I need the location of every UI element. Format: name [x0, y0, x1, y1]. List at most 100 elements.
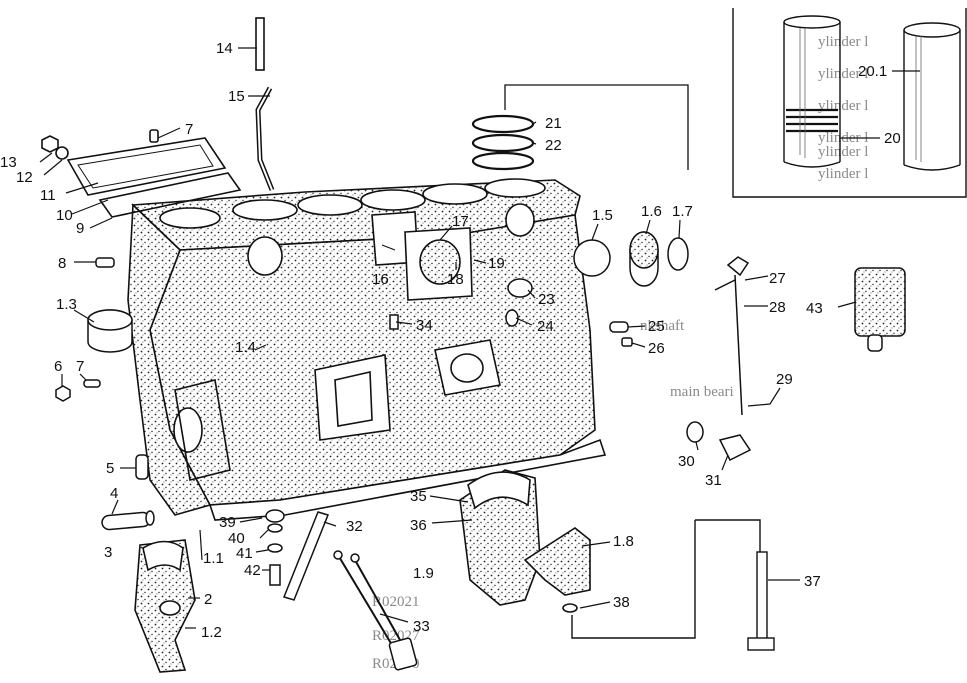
plug-30 [686, 421, 704, 443]
callout-20: 20 [884, 130, 901, 147]
o-ring-1-7 [667, 237, 689, 271]
callout-1-6: 1.6 [641, 203, 662, 220]
callout-35: 35 [410, 488, 427, 505]
cap-1-5 [573, 239, 611, 277]
sensor-wire-33 [337, 554, 396, 651]
callout-7-upper: 7 [185, 121, 193, 138]
plug-26 [621, 337, 633, 347]
callout-29: 29 [776, 371, 793, 388]
callout-7-lower: 7 [76, 358, 84, 375]
callout-39: 39 [219, 514, 236, 531]
callout-38: 38 [613, 594, 630, 611]
callout-42: 42 [244, 562, 261, 579]
callout-31: 31 [705, 472, 722, 489]
callout-1-3: 1.3 [56, 296, 77, 313]
leader-lines [39, 47, 920, 629]
callout-17: 17 [452, 213, 469, 230]
callout-32: 32 [346, 518, 363, 535]
callout-21: 21 [545, 115, 562, 132]
bleed-text-8: main beari [670, 384, 734, 400]
plug-24 [505, 309, 519, 327]
callout-1-4: 1.4 [235, 339, 256, 356]
o-ring-22a [471, 133, 535, 153]
dowel-32 [282, 511, 330, 601]
left-small-parts [55, 257, 155, 531]
callout-28: 28 [769, 299, 786, 316]
callout-20-1: 20.1 [858, 63, 887, 80]
callout-16: 16 [372, 271, 389, 288]
seal-rings-bracket [471, 84, 689, 171]
liner-inset-box [732, 8, 967, 198]
pin-7b [83, 379, 101, 388]
lower-left-parts [265, 509, 418, 671]
oil-dipstick-tube [255, 17, 275, 191]
callout-11: 11 [40, 187, 56, 204]
callout-4: 4 [110, 485, 118, 502]
bleed-text-1: ylinder l [818, 34, 868, 50]
callout-13: 13 [0, 154, 17, 171]
bleed-text-7: nkshaft [640, 318, 685, 334]
callout-33: 33 [413, 618, 430, 635]
callout-9: 9 [76, 220, 84, 237]
callout-6: 6 [54, 358, 62, 375]
bleed-text-9: R02021 [372, 594, 420, 610]
valve-cover-and-gasket [41, 129, 242, 218]
cylinder-block [127, 178, 607, 521]
callout-14: 14 [216, 40, 233, 57]
cylinder-liner-20-1 [903, 22, 961, 171]
dowel-8 [95, 257, 115, 268]
callout-18: 18 [447, 271, 464, 288]
callout-12: 12 [16, 169, 33, 186]
callout-1-2: 1.2 [201, 624, 222, 641]
callout-labels: 1.1 1.2 1.3 1.4 1.5 1.6 1.7 1.8 1.9 2 3 … [0, 40, 901, 641]
bearing-caps-rear [459, 469, 591, 613]
callout-3: 3 [104, 544, 112, 561]
callout-43: 43 [806, 300, 823, 317]
plug-7 [149, 129, 159, 143]
callout-23: 23 [538, 291, 555, 308]
callout-22: 22 [545, 137, 562, 154]
dowel-5 [135, 454, 149, 480]
callout-15: 15 [228, 88, 245, 105]
callout-1-8: 1.8 [613, 533, 634, 550]
bleed-text-3: ylinder l [818, 98, 868, 114]
dipstick-27 [726, 256, 750, 277]
bleed-text-5: ylinder l [818, 144, 868, 160]
main-bearing-cap [134, 539, 196, 673]
tube-4 [101, 511, 151, 531]
bolt-42 [269, 564, 281, 586]
bleed-text-6: ylinder l [818, 166, 868, 182]
callout-1-5: 1.5 [592, 207, 613, 224]
sleeve-25 [609, 321, 629, 333]
callout-19: 19 [488, 255, 505, 272]
callout-41: 41 [236, 545, 253, 562]
housing-43 [854, 267, 906, 337]
callout-30: 30 [678, 453, 695, 470]
bolt-37-group [571, 519, 775, 651]
callout-40: 40 [228, 530, 245, 547]
callout-8: 8 [58, 255, 66, 272]
fitting-31 [718, 434, 752, 462]
plug-23 [507, 278, 533, 298]
callout-26: 26 [648, 340, 665, 357]
callout-27: 27 [769, 270, 786, 287]
nut-13 [41, 135, 59, 153]
right-side-parts [389, 231, 906, 462]
cylinder-liner-20 [783, 15, 841, 168]
callout-24: 24 [537, 318, 554, 335]
callout-37: 37 [804, 573, 821, 590]
callout-2: 2 [204, 591, 212, 608]
callout-5: 5 [106, 460, 114, 477]
nut-6 [55, 385, 71, 402]
callout-1-7: 1.7 [672, 203, 693, 220]
bleed-text-2: ylinder l [818, 66, 868, 82]
callout-1-1: 1.1 [203, 550, 224, 567]
o-ring-22b [471, 151, 535, 171]
callout-10: 10 [56, 207, 73, 224]
callout-25: 25 [648, 318, 665, 335]
callout-1-9: 1.9 [413, 565, 434, 582]
callout-34: 34 [416, 317, 433, 334]
callout-36: 36 [410, 517, 427, 534]
o-ring-21 [471, 114, 535, 134]
